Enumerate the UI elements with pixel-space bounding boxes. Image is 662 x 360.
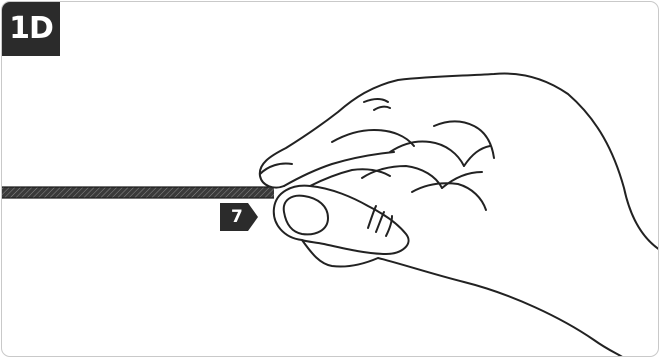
braided-cord bbox=[2, 186, 274, 199]
callout-arrow-icon bbox=[220, 203, 258, 231]
hand-holding-cord-illustration bbox=[2, 72, 658, 356]
folded-fingers bbox=[259, 98, 495, 211]
thumb bbox=[272, 184, 410, 255]
step-label: 1D bbox=[2, 2, 60, 56]
callout-pointer: 7 bbox=[220, 203, 258, 231]
callout-number: 7 bbox=[231, 207, 243, 227]
hand-outline bbox=[258, 72, 658, 356]
